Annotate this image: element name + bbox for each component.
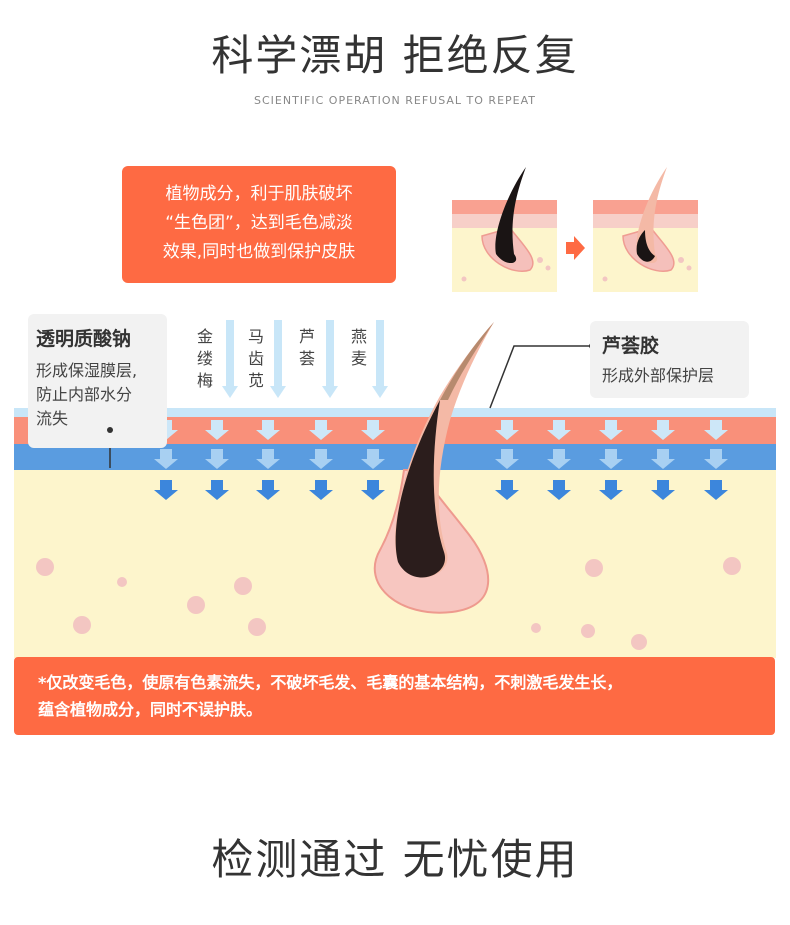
- aloe-gel-card: 芦荟胶 形成外部保护层: [590, 321, 749, 398]
- card-desc-line: 流失: [36, 409, 69, 428]
- blue-layer: [14, 444, 776, 470]
- ingredient-arrows: [222, 320, 388, 398]
- before-after-illustration: [452, 167, 698, 292]
- plant-ingredient-box: 植物成分，利于肌肤破坏 “生色团”，达到毛色减淡 效果,同时也做到保护皮肤: [122, 166, 396, 283]
- card-title: 芦荟胶: [602, 335, 660, 357]
- note-line: *仅改变毛色，使原有色素流失，不破坏毛发、毛囊的基本结构，不刺激毛发生长，: [38, 673, 623, 692]
- plant-box-line: 效果,同时也做到保护皮肤: [162, 242, 356, 262]
- skin-cross-section: [14, 322, 776, 658]
- ingredient-label-purslane: 马齿苋: [247, 327, 264, 390]
- disclaimer-note: *仅改变毛色，使原有色素流失，不破坏毛发、毛囊的基本结构，不刺激毛发生长， 蕴含…: [14, 657, 775, 735]
- hair-after-icon: [593, 167, 698, 292]
- ingredient-label-aloe: 芦荟: [298, 327, 315, 368]
- plant-box-line: “生色团”，达到毛色减淡: [165, 213, 353, 233]
- note-line: 蕴含植物成分，同时不误护肤。: [38, 700, 263, 719]
- card-desc-line: 防止内部水分: [36, 385, 133, 404]
- plant-box-line: 植物成分，利于肌肤破坏: [165, 184, 353, 204]
- light-blue-layer: [14, 408, 776, 417]
- card-connector-dot: [107, 427, 113, 433]
- ingredient-label-oat: 燕麦: [350, 327, 367, 368]
- ingredient-label-witch-hazel: 金缕梅: [196, 327, 213, 390]
- card-title: 透明质酸钠: [36, 328, 132, 350]
- card-desc-line: 形成保湿膜层,: [36, 361, 138, 380]
- page-subtitle: SCIENTIFIC OPERATION REFUSAL TO REPEAT: [253, 94, 536, 107]
- card-desc: 形成外部保护层: [602, 366, 715, 385]
- section-title: 检测通过 无忧使用: [211, 835, 579, 884]
- page-title: 科学漂胡 拒绝反复: [211, 31, 579, 80]
- transition-arrow-icon: [566, 236, 585, 260]
- hair-before-icon: [452, 167, 557, 292]
- sodium-hyaluronate-card: 透明质酸钠 形成保湿膜层, 防止内部水分 流失: [28, 314, 167, 448]
